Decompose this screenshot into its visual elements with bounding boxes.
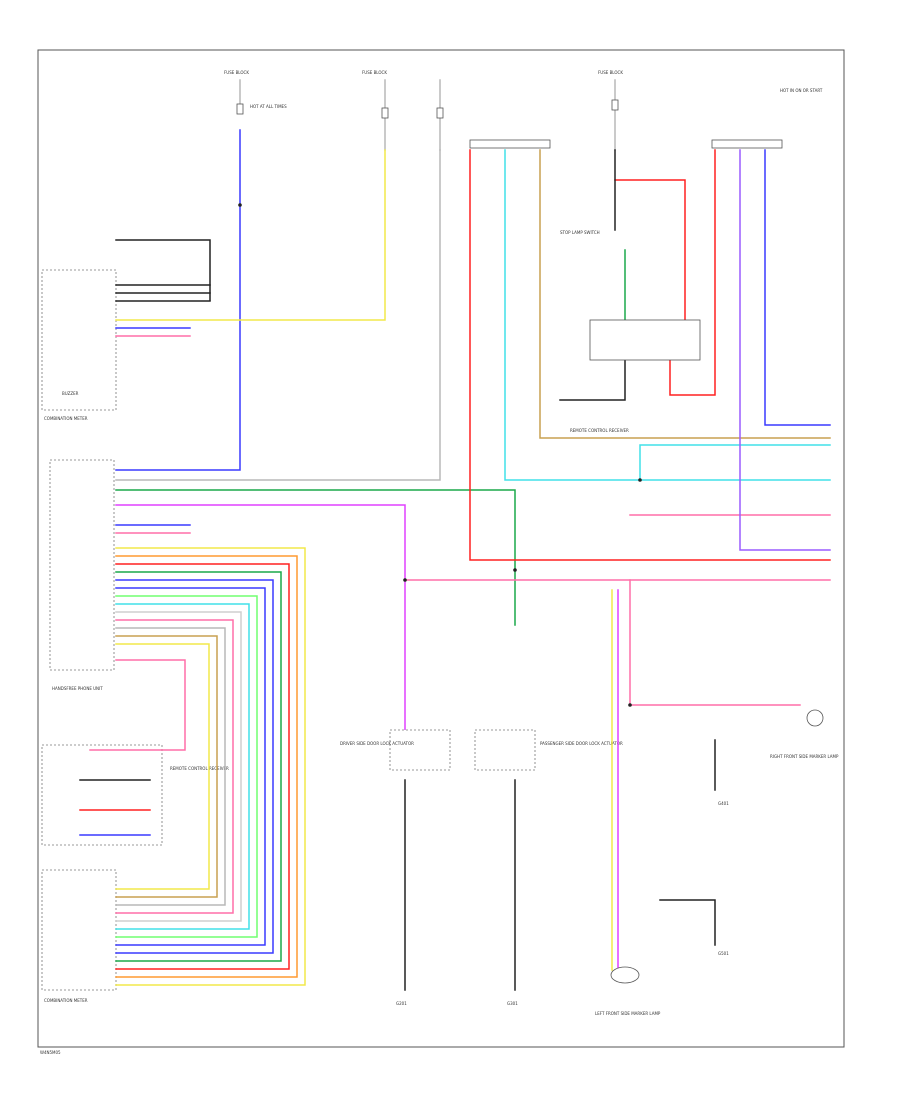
ground-label-l: G201	[396, 1001, 407, 1006]
side-marker-lamp-left	[610, 966, 640, 984]
combination-meter-label: COMBINATION METER	[44, 998, 88, 1003]
fuse-label-right: FUSE BLOCK	[598, 70, 623, 75]
handsfree-label: HANDSFREE PHONE UNIT	[52, 686, 103, 691]
fuse-block-mid: FUSE BLOCK	[362, 70, 444, 151]
body-control-module: HANDSFREE PHONE UNIT	[49, 459, 115, 691]
door-actuator-r-label: PASSENGER SIDE DOOR LOCK ACTUATOR	[540, 741, 623, 746]
ground-label-c: G401	[718, 801, 729, 806]
receiver-text: REMOTE CONTROL RECEIVER	[570, 428, 629, 433]
door-lock-actuator-driver	[389, 729, 451, 771]
ground-label-d: G501	[718, 951, 729, 956]
door-actuator-l-label: DRIVER SIDE DOOR LOCK ACTUATOR	[340, 741, 414, 746]
diagram-code: W4N5M05	[40, 1050, 61, 1055]
wires: STOP LAMP SWITCH DRIVER SIDE DOOR LOCK A…	[79, 129, 839, 1016]
buzzer-module: BUZZER	[41, 269, 117, 411]
fuse-block-left: FUSE BLOCK HOT AT ALL TIMES	[224, 70, 287, 115]
left-front-side-label: LEFT FRONT SIDE MARKER LAMP	[595, 1011, 661, 1016]
diagram-frame	[37, 49, 845, 1048]
fuse-label-mid: FUSE BLOCK	[362, 70, 387, 75]
fuse-block-right: FUSE BLOCK HOT IN ON OR START	[598, 70, 823, 151]
stop-lamp-relay	[589, 319, 701, 361]
right-front-side-label: RIGHT FRONT SIDE MARKER LAMP	[770, 754, 839, 759]
buzzer-label: BUZZER	[62, 391, 79, 396]
ground-label-r: G301	[507, 1001, 518, 1006]
ground-labels: G201 G301 G401 G501	[396, 801, 729, 1006]
junctions	[238, 203, 642, 707]
hot-at-all-times-label: HOT AT ALL TIMES	[250, 104, 287, 109]
receiver-module: REMOTE CONTROL RECEIVER	[41, 744, 229, 846]
combination-meter-text: COMBINATION METER	[44, 416, 88, 421]
receiver-label: REMOTE CONTROL RECEIVER	[170, 766, 229, 771]
top-connectors	[469, 139, 783, 149]
side-marker-lamp-right	[806, 709, 824, 727]
stop-lamp-label: STOP LAMP SWITCH	[560, 230, 600, 235]
hot-in-on-label: HOT IN ON OR START	[780, 88, 823, 93]
fuse-label-left: FUSE BLOCK	[224, 70, 249, 75]
combination-meter: COMBINATION METER	[41, 869, 117, 1003]
door-lock-actuator-passenger	[474, 729, 536, 771]
